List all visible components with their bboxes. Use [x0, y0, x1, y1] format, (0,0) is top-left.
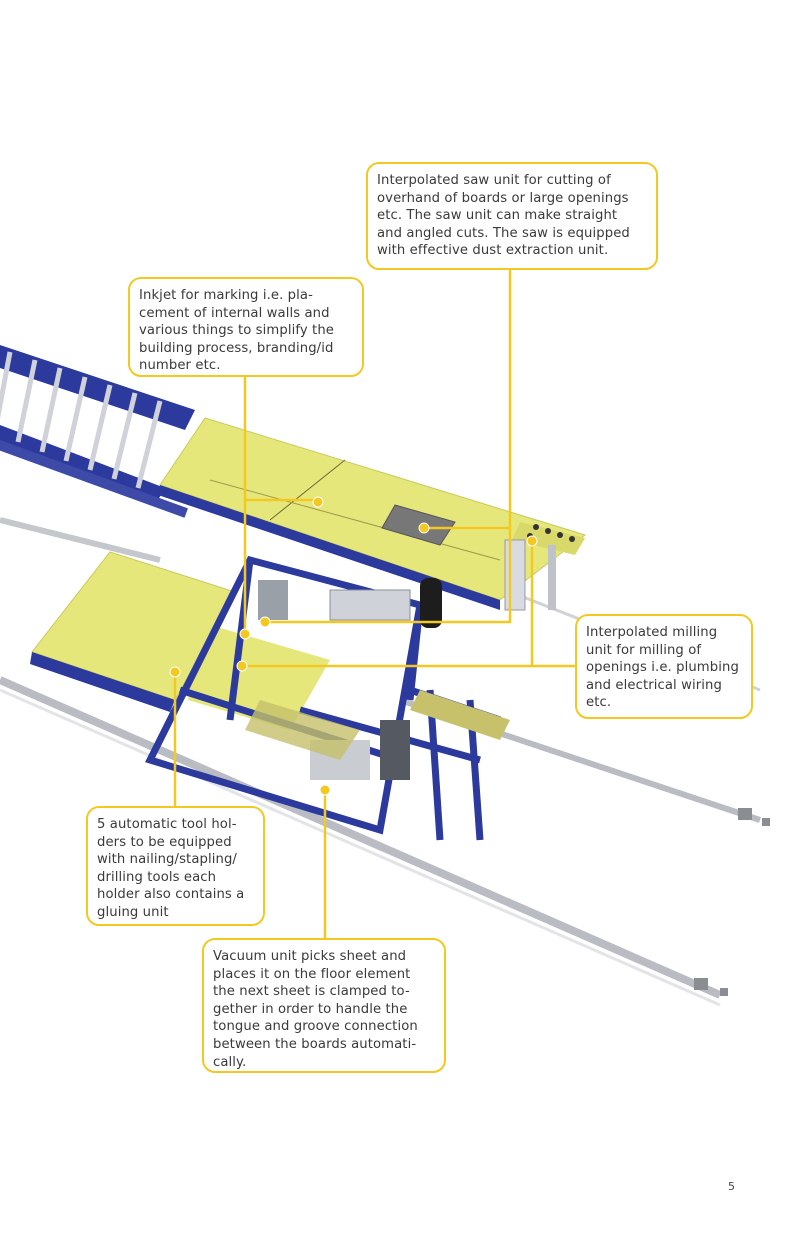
- callout-vacuum-unit: Vacuum unit picks sheet and places it on…: [202, 938, 446, 1073]
- page-number: 5: [728, 1180, 735, 1193]
- leader-dots: [169, 496, 538, 796]
- upper-board: [158, 417, 587, 610]
- callout-inkjet: Inkjet for marking i.e. pla- cement of i…: [128, 277, 364, 377]
- callout-saw-unit: Interpolated saw unit for cutting of ove…: [366, 162, 658, 270]
- callout-tool-holders: 5 automatic tool hol- ders to be equippe…: [86, 806, 265, 926]
- gantry-details: [245, 539, 556, 780]
- roller-conveyor: [0, 345, 195, 518]
- leader-lines: [173, 270, 575, 938]
- callout-milling-unit: Interpolated milling unit for milling of…: [575, 614, 753, 719]
